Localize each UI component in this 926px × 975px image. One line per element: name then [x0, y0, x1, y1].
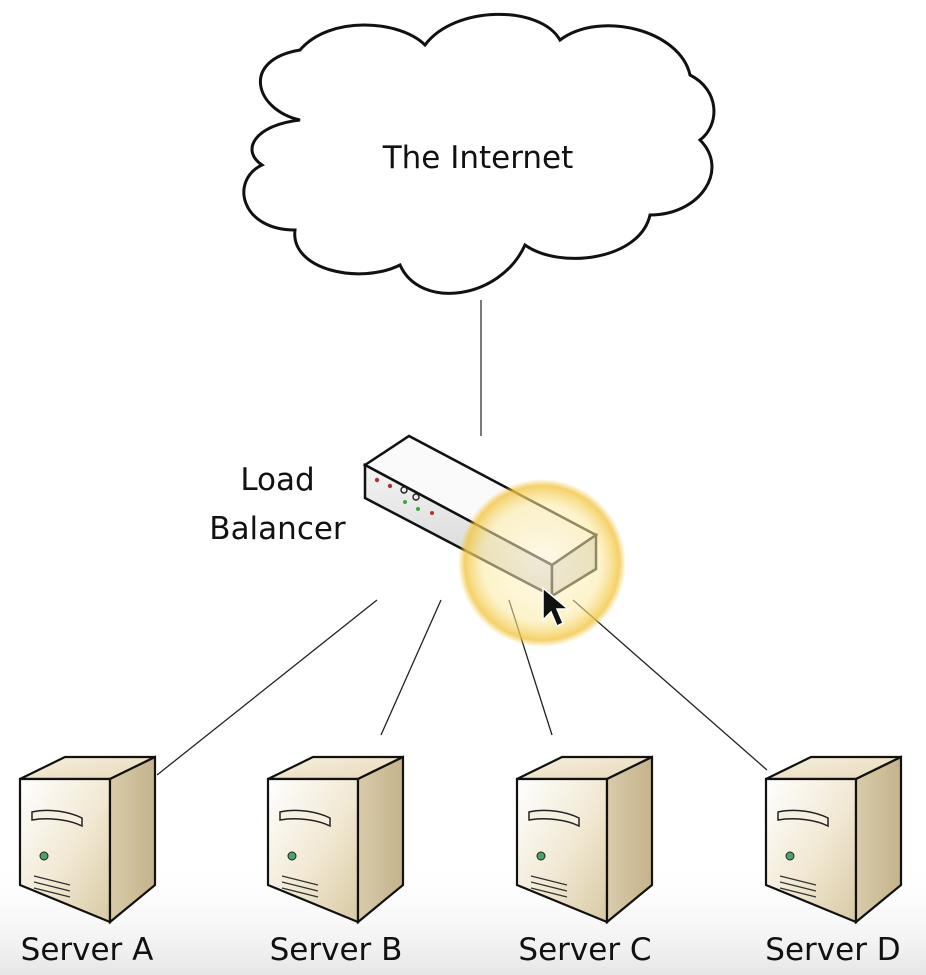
link-lb-server-d [572, 599, 768, 771]
server-d-label: Server D [765, 932, 901, 968]
server-b-label: Server B [269, 932, 403, 968]
cursor-highlight [458, 479, 626, 647]
cloud-label: The Internet [382, 140, 574, 176]
link-lb-server-a [156, 599, 378, 776]
cloud-shape [242, 12, 716, 295]
load-balancer-label: Load Balancer [190, 456, 365, 554]
server-c-label: Server C [518, 932, 652, 968]
load-balancer-label-line2: Balancer [209, 511, 346, 547]
load-balancer-label-line1: Load [240, 462, 315, 498]
link-lb-server-b [380, 599, 442, 736]
cursor-pointer-icon [542, 586, 571, 628]
server-a-label: Server A [20, 932, 154, 968]
